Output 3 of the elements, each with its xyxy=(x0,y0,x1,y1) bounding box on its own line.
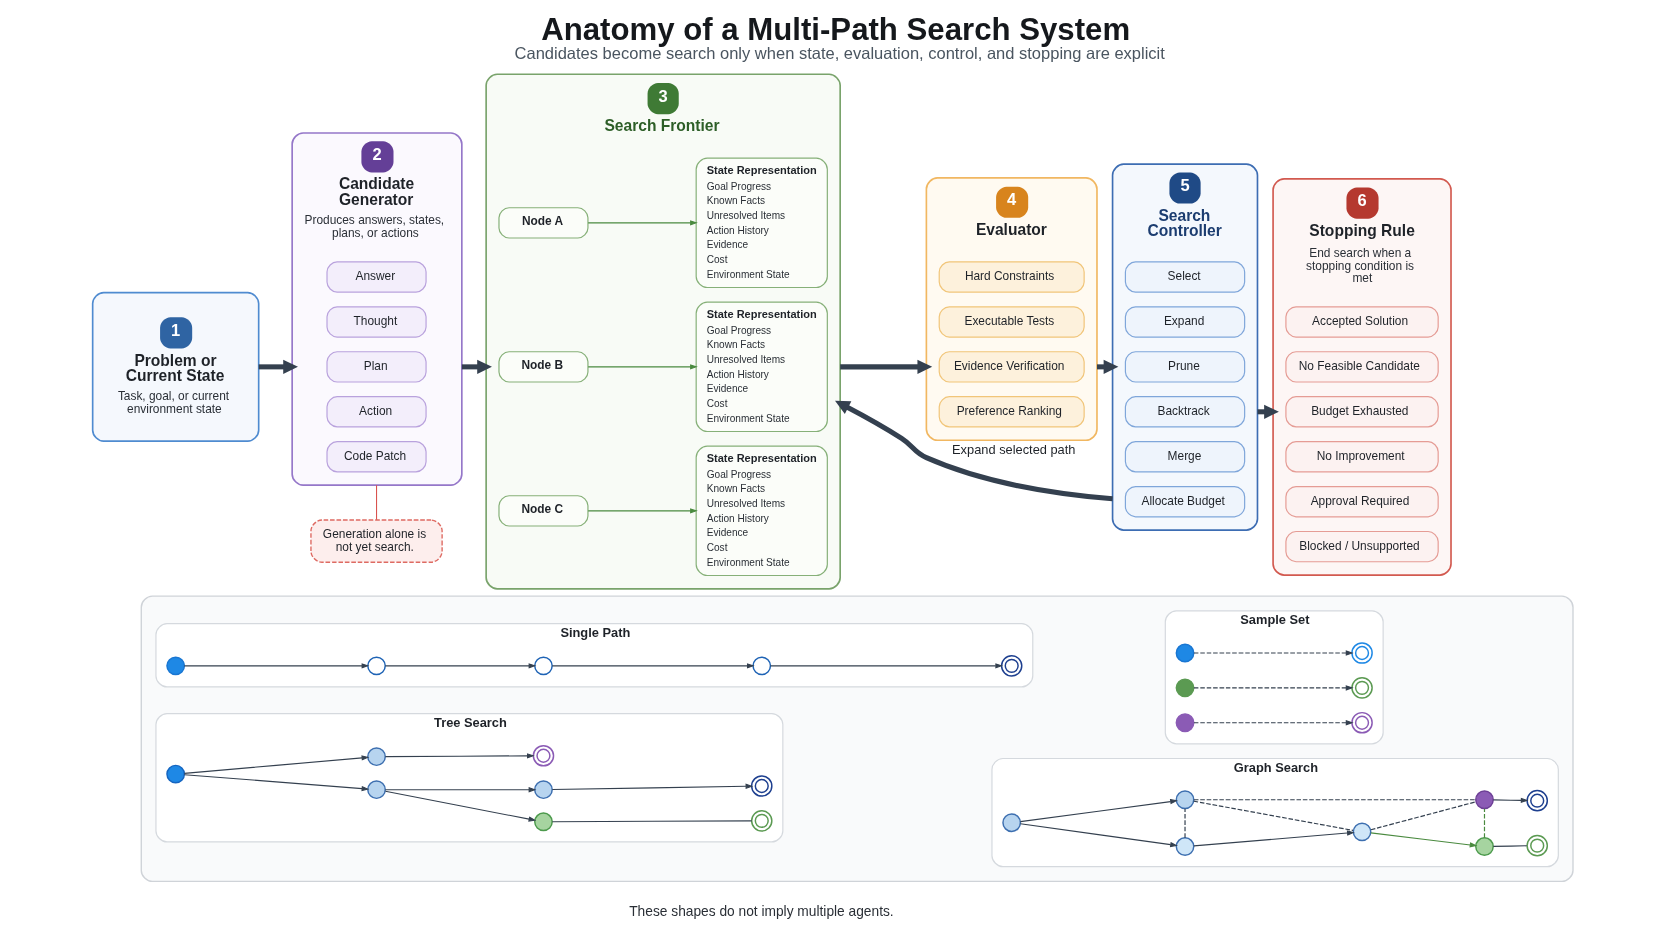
edge-label: Expand selected path xyxy=(951,442,1075,458)
label: These shapes do not imply multiple agents. xyxy=(628,903,894,919)
diagram-title: Anatomy of a Multi-Path Search System xyxy=(540,11,1130,47)
